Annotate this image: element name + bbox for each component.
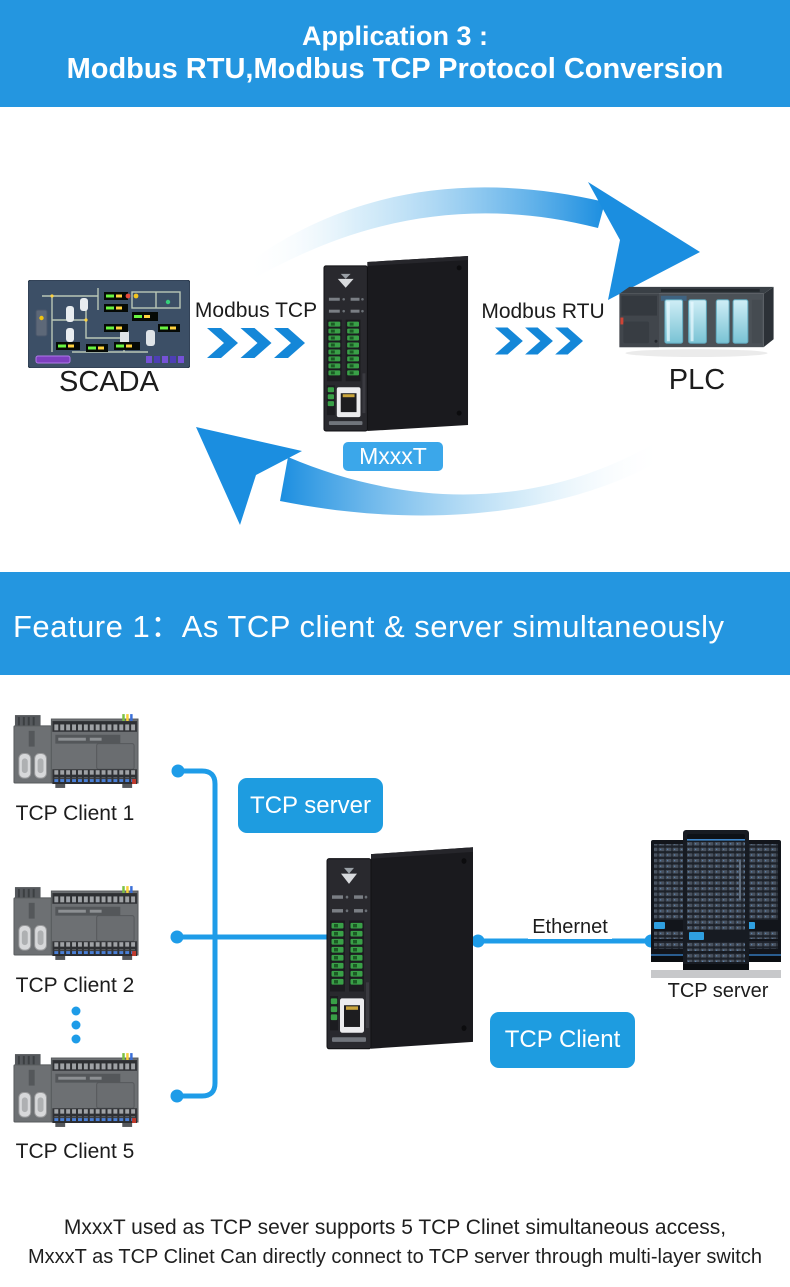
tcp-server-role-badge: TCP server [238, 778, 383, 833]
tcp-client1-plc-image [13, 714, 139, 789]
tcp-client-role-badge: TCP Client [490, 1012, 635, 1068]
gateway-device-image-2 [326, 846, 474, 1050]
modbus-rtu-label: Modbus RTU [481, 300, 605, 323]
plc-image [618, 286, 775, 358]
tcp-client5-plc-image [13, 1053, 139, 1128]
title-banner: Application 3 : Modbus RTU,Modbus TCP Pr… [0, 0, 790, 107]
gateway-device-image [323, 255, 469, 432]
ethernet-label: Ethernet [528, 916, 612, 939]
modbus-tcp-label: Modbus TCP [194, 299, 318, 322]
tcp-client1-label: TCP Client 1 [15, 802, 135, 825]
feature-title: Feature 1：As TCP client & server simulta… [13, 609, 725, 644]
scada-screen-image [28, 280, 190, 368]
tcp-client2-label: TCP Client 2 [15, 974, 135, 997]
footer-line2: MxxxT as TCP Clinet Can directly connect… [28, 1246, 762, 1268]
modbus-tcp-chevrons-icon [207, 328, 305, 358]
tcp-client2-plc-image [13, 886, 139, 961]
server-rack-image [651, 830, 781, 978]
tcp-client5-label: TCP Client 5 [15, 1140, 135, 1163]
tcp-server-label: TCP server [667, 980, 769, 1002]
return-arc-arrow-icon [196, 427, 664, 525]
footer-line1: MxxxT used as TCP sever supports 5 TCP C… [63, 1216, 727, 1239]
gateway-model-badge: MxxxT [343, 442, 443, 471]
banner-title-line2: Modbus RTU,Modbus TCP Protocol Conversio… [66, 53, 724, 86]
scada-label: SCADA [59, 366, 159, 398]
banner-title-line1: Application 3 : [301, 20, 488, 51]
plc-label: PLC [668, 364, 726, 396]
forward-arc-arrow-icon [245, 182, 700, 300]
feature-banner: Feature 1：As TCP client & server simulta… [0, 572, 790, 675]
modbus-rtu-chevrons-icon [495, 327, 583, 355]
